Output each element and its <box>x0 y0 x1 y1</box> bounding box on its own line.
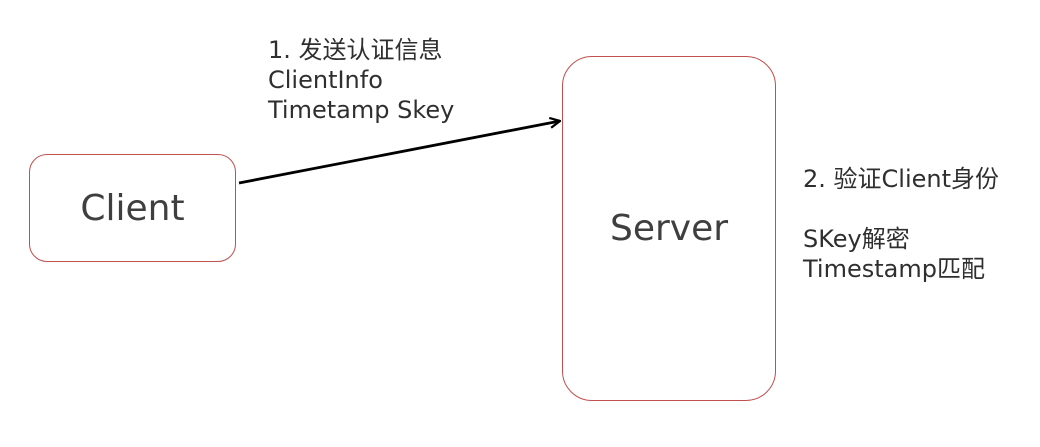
client-node-label: Client <box>80 187 185 229</box>
client-to-server-arrow <box>238 121 560 185</box>
send-auth-step-title: 1. 发送认证信息 <box>268 36 443 64</box>
verify-timestamp-match: Timestamp匹配 <box>803 255 985 283</box>
verify-step-title: 2. 验证Client身份 <box>803 165 1000 193</box>
verify-skey-decrypt: SKey解密 <box>803 225 910 253</box>
server-node: Server <box>562 56 776 401</box>
verify-note-spacer <box>803 194 999 224</box>
send-auth-client-info: ClientInfo <box>268 66 383 94</box>
server-node-label: Server <box>609 208 729 249</box>
send-auth-info-label: 1. 发送认证信息 ClientInfo Timetamp Skey <box>268 35 454 125</box>
client-node: Client <box>29 154 236 262</box>
send-auth-timestamp-skey: Timetamp Skey <box>268 96 455 124</box>
verify-client-note: 2. 验证Client身份 SKey解密 Timestamp匹配 <box>803 164 999 284</box>
